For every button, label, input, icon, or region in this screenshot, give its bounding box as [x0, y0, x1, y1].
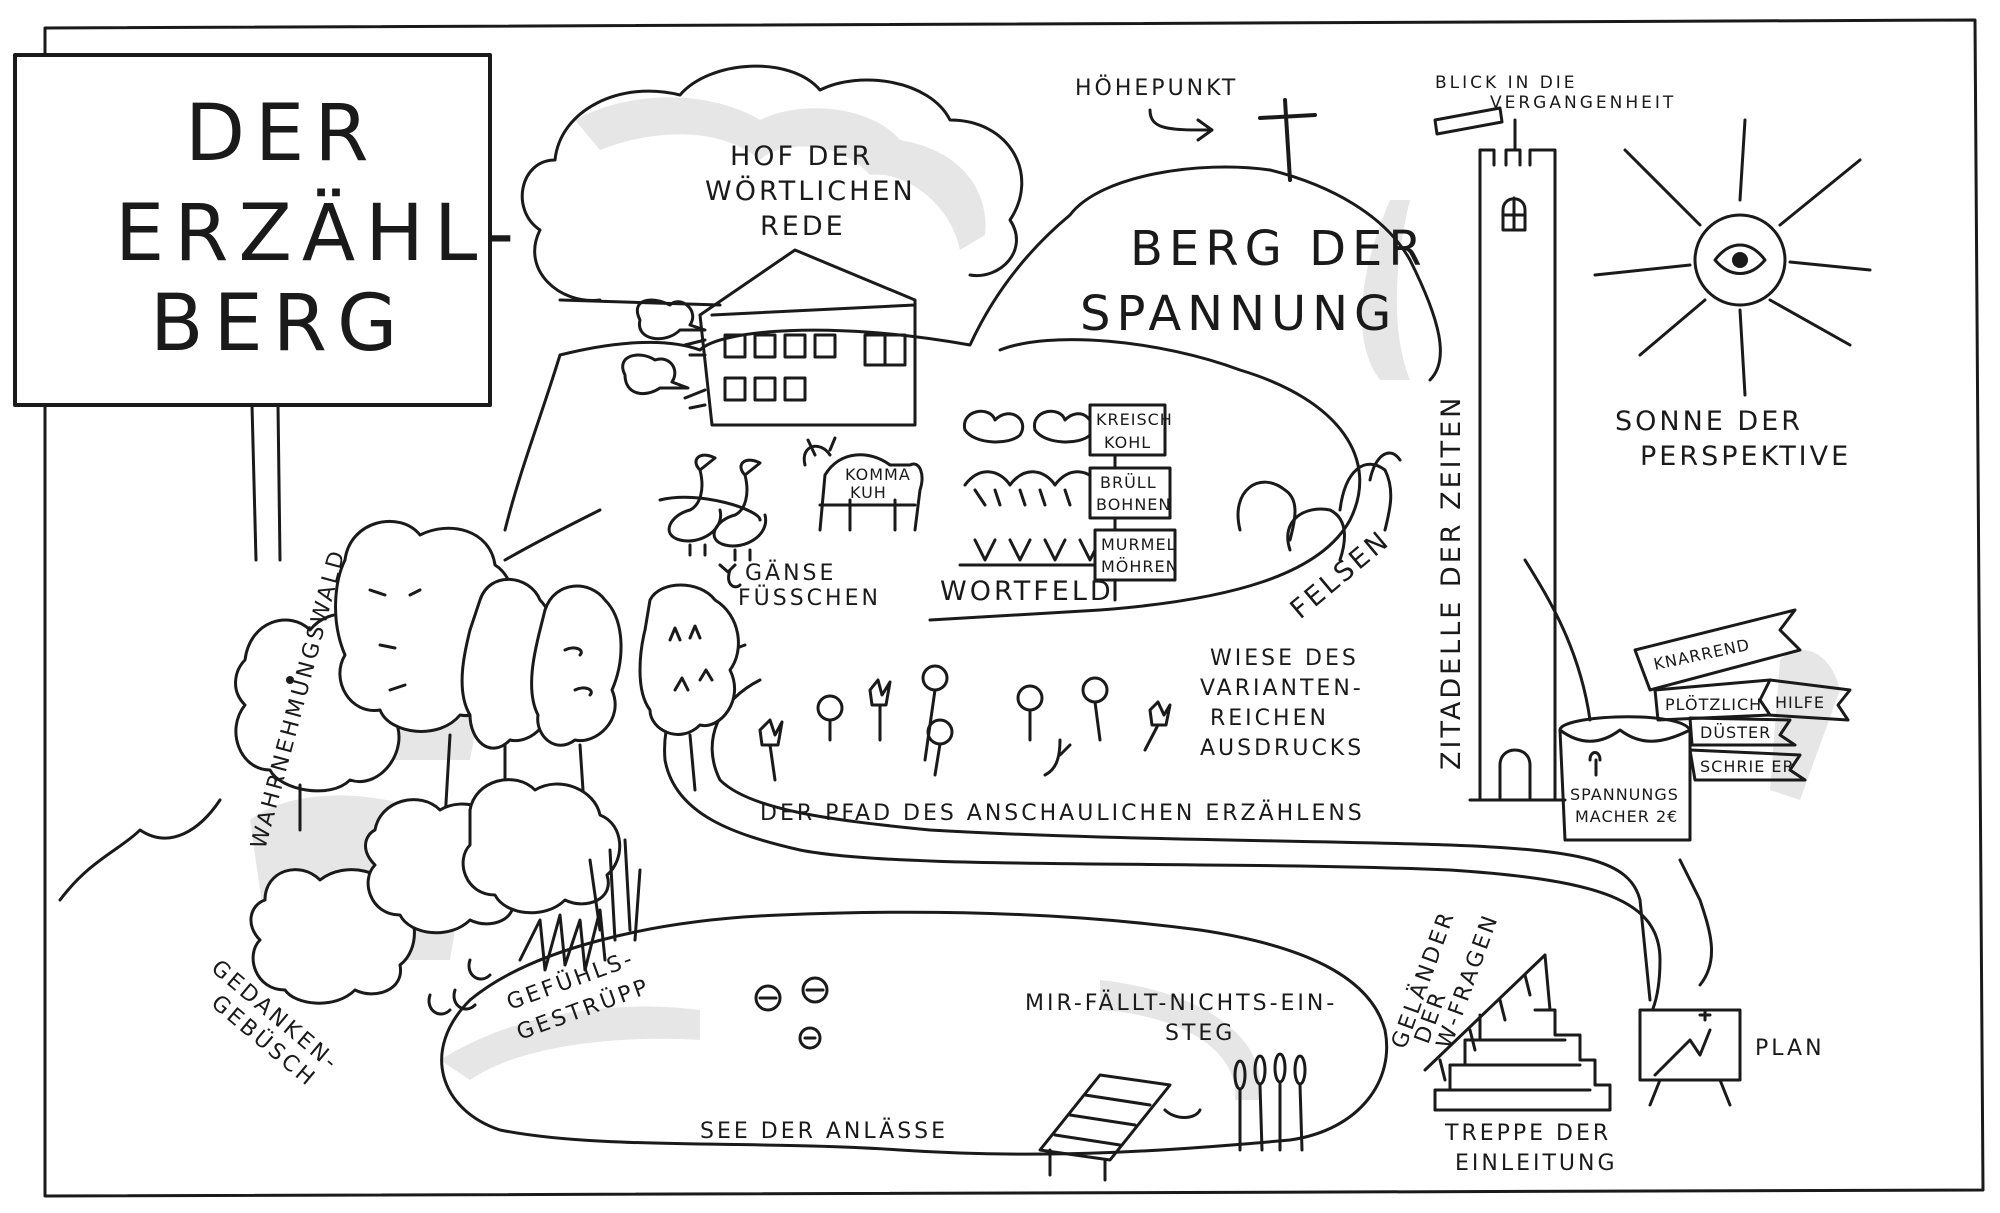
spannung-line1: SPANNUNGS: [1570, 785, 1679, 804]
sign-post: [250, 403, 282, 562]
plan-label: PLAN: [1755, 1036, 1825, 1061]
steg-line2: STEG: [1165, 1021, 1235, 1046]
blick-line1: BLICK IN DIE: [1435, 73, 1578, 93]
title-line1: DER: [185, 89, 379, 179]
hof-line2: WÖRTLICHEN: [705, 175, 916, 207]
svg-text:KREISCH: KREISCH: [1096, 410, 1173, 429]
title-line2: ERZÄHL-: [115, 188, 524, 279]
svg-text:KOHL: KOHL: [1104, 433, 1151, 452]
cloud-hof: HOF DER WÖRTLICHEN REDE: [520, 64, 1024, 307]
sonne-line2: PERSPEKTIVE: [1640, 441, 1851, 472]
wiese-line2: VARIANTEN-: [1200, 676, 1364, 701]
title-board: [13, 53, 492, 407]
berg-line1: BERG DER: [1130, 221, 1428, 277]
berg-line2: SPANNUNG: [1080, 286, 1397, 342]
komma-line1: KOMMA: [845, 465, 911, 484]
treppe-line2: EINLEITUNG: [1455, 1151, 1618, 1176]
steg-line1: MIR-FÄLLT-NICHTS-EIN-: [1025, 990, 1337, 1016]
story-path: [663, 643, 1662, 1032]
summit-cross-icon: [1258, 98, 1317, 182]
title-line3: BERG: [150, 279, 407, 369]
forest-trees: [234, 519, 740, 832]
blick-line2: VERGANGENHEIT: [1490, 93, 1676, 113]
mountain-left-slope: [58, 508, 602, 902]
gaense-line1: GÄNSE: [745, 560, 836, 586]
mountain-outline: [503, 165, 1442, 622]
hoehepunkt-label: HÖHEPUNKT: [1075, 75, 1238, 101]
geese-icon: [667, 453, 768, 589]
title-sign: DER ERZÄHL- BERG: [13, 53, 524, 562]
svg-text:MÖHREN: MÖHREN: [1101, 557, 1179, 576]
house-icon: [698, 248, 917, 427]
rocks-icon: [1236, 451, 1402, 562]
hoehepunkt-arrow: [1148, 108, 1214, 142]
sign-murmel-moehren: MURMEL MÖHREN: [1093, 528, 1179, 602]
sonne-line1: SONNE DER: [1615, 406, 1803, 437]
signpost-flags: KNARREND PLÖTZLICH HILFE DÜSTER SCHRIE E…: [1633, 608, 1852, 782]
speech-bubble-icon: [621, 298, 707, 410]
jetty-icon: [1038, 1073, 1172, 1182]
treppe-line1: TREPPE DER: [1444, 1121, 1611, 1146]
right-ridge: [1523, 558, 1714, 987]
cattails-icon: [1163, 1052, 1307, 1152]
gaense-line2: FÜSSCHEN: [738, 585, 881, 611]
spannung-line2: MACHER 2€: [1575, 807, 1678, 826]
fish-icon: [754, 976, 829, 1050]
wiese-line4: AUSDRUCKS: [1200, 736, 1364, 761]
jar-icon: [1558, 715, 1692, 842]
tower-icon: [1433, 106, 1567, 802]
gestruepp-reeds: [518, 838, 642, 972]
svg-text:HILFE: HILFE: [1775, 693, 1825, 712]
wortfeld-label: WORTFELD: [940, 576, 1114, 607]
thought-bushes: [249, 778, 622, 1016]
lake-outline: [440, 910, 1389, 1156]
wiese-line3: REICHEN: [1210, 706, 1329, 731]
wortfeld-crops: [958, 409, 1112, 567]
felsen-label: FELSEN: [1285, 524, 1397, 625]
pfad-label: DER PFAD DES ANSCHAULICHEN ERZÄHLENS: [760, 800, 1365, 826]
wiese-line1: WIESE DES: [1210, 646, 1359, 671]
svg-text:BOHNEN: BOHNEN: [1096, 495, 1171, 514]
outer-frame: [43, 18, 1985, 1198]
komma-line2: KUH: [850, 483, 887, 502]
stairs-icon: [1423, 953, 1612, 1112]
cow-icon: [802, 436, 924, 532]
hof-line3: REDE: [760, 211, 846, 242]
sign-bruell-bohnen: BRÜLL BOHNEN: [1088, 466, 1172, 542]
hof-line1: HOF DER: [730, 141, 873, 172]
svg-text:MURMEL: MURMEL: [1101, 535, 1176, 554]
meadow-flowers: [758, 664, 1172, 782]
plan-board-icon: [1638, 1008, 1742, 1107]
svg-text:DÜSTER: DÜSTER: [1700, 723, 1771, 742]
sun-icon: [1593, 118, 1872, 397]
svg-text:PLÖTZLICH: PLÖTZLICH: [1665, 695, 1762, 714]
svg-text:BRÜLL: BRÜLL: [1100, 473, 1157, 492]
zitadelle-label: ZITADELLE DER ZEITEN: [1436, 395, 1467, 770]
svg-text:SCHRIE ER: SCHRIE ER: [1700, 757, 1795, 776]
see-label: SEE DER ANLÄSSE: [700, 1118, 948, 1144]
